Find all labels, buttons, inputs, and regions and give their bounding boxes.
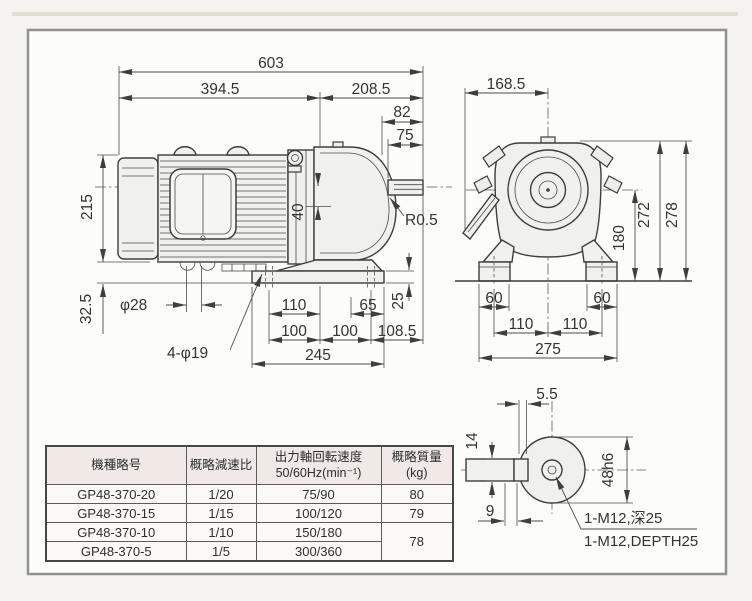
header-mass: 概略質量 (kg)	[380, 445, 454, 485]
cell-ratio: 1/10	[185, 522, 257, 542]
side-view: 603 394.5 208.5 82 75 215 32.5 φ28 40 R0…	[78, 55, 452, 368]
dim-110-side: 110	[282, 297, 307, 314]
header-mass-line2: (kg)	[405, 465, 428, 480]
dim-82: 82	[393, 104, 410, 121]
table-row: GP48-370-10 1/10 150/180 78	[45, 522, 454, 562]
cell-ratio: 1/20	[185, 484, 257, 504]
dim-272: 272	[636, 202, 653, 228]
cell-ratio: 1/15	[185, 503, 257, 523]
dim-180: 180	[611, 225, 628, 251]
dim-5-5: 5.5	[536, 386, 558, 403]
cell-model: GP48-370-20	[45, 484, 187, 504]
cell-model: GP48-370-15	[45, 503, 187, 523]
header-speed-line1: 出力軸回転速度	[274, 449, 363, 464]
dim-215: 215	[79, 194, 96, 220]
cell-mass: 79	[380, 503, 454, 523]
dim-100-b: 100	[332, 323, 358, 340]
table-row: GP48-370-15 1/15 100/120 79	[45, 503, 454, 523]
cell-model: GP48-370-10	[45, 522, 187, 542]
cell-speed: 75/90	[255, 484, 382, 504]
dim-168-5: 168.5	[487, 76, 526, 93]
dim-603: 603	[258, 55, 284, 72]
dim-dia28: φ28	[120, 297, 147, 314]
dim-110-right: 110	[563, 316, 588, 333]
cell-speed: 150/180	[255, 522, 382, 542]
dim-65: 65	[359, 297, 376, 314]
tap-callout-en: 1-M12,DEPTH25	[584, 533, 698, 550]
scan-streak	[12, 12, 738, 16]
spec-table-header-row: 機種略号 概略減速比 出力軸回転速度 50/60Hz(min⁻¹) 概略質量 (…	[45, 445, 454, 485]
dim-r0-5: R0.5	[405, 212, 438, 229]
cell-ratio: 1/5	[185, 541, 257, 562]
dim-48h6: 48h6	[600, 453, 617, 487]
header-model-label: 機種略号	[91, 457, 142, 472]
tap-callout-jp: 1-M12,深25	[584, 510, 662, 527]
header-speed: 出力軸回転速度 50/60Hz(min⁻¹)	[255, 445, 382, 485]
dim-32-5: 32.5	[78, 294, 95, 324]
cell-speed: 100/120	[255, 503, 382, 523]
table-row: GP48-370-20 1/20 75/90 80	[45, 484, 454, 504]
cell-mass: 78	[380, 522, 454, 562]
dim-278: 278	[664, 202, 681, 228]
dim-208-5: 208.5	[352, 81, 391, 98]
front-view: 168.5 272 278 180 60 60 110 110 275	[455, 76, 692, 362]
dim-394-5: 394.5	[201, 81, 240, 98]
dim-245: 245	[305, 347, 331, 364]
cell-mass: 80	[380, 484, 454, 504]
header-mass-line1: 概略質量	[391, 449, 442, 464]
dim-110-left: 110	[509, 316, 534, 333]
dim-108-5: 108.5	[378, 323, 417, 340]
dim-100-a: 100	[281, 323, 307, 340]
spec-table: 機種略号 概略減速比 出力軸回転速度 50/60Hz(min⁻¹) 概略質量 (…	[45, 445, 454, 562]
header-ratio-label: 概略減速比	[189, 457, 253, 472]
dim-275: 275	[535, 341, 561, 358]
dim-4-dia19: 4-φ19	[167, 345, 208, 362]
header-speed-line2: 50/60Hz(min⁻¹)	[275, 465, 362, 480]
header-model: 機種略号	[45, 445, 187, 485]
dim-40: 40	[290, 203, 307, 221]
dim-25: 25	[390, 292, 407, 309]
cell-speed: 300/360	[255, 541, 382, 562]
table-row: GP48-370-5 1/5 300/360	[45, 541, 453, 562]
dim-14: 14	[464, 432, 481, 450]
cell-model: GP48-370-5	[45, 541, 187, 562]
dim-60-left: 60	[485, 290, 503, 307]
dim-75: 75	[396, 127, 413, 144]
dim-60-right: 60	[593, 290, 611, 307]
header-ratio: 概略減速比	[185, 445, 257, 485]
dim-9: 9	[486, 503, 495, 520]
shaft-end-detail: 5.5 14 9 48h6 1-M12,深25 1-M12,DEPTH25	[461, 386, 698, 550]
spec-table-container: 機種略号 概略減速比 出力軸回転速度 50/60Hz(min⁻¹) 概略質量 (…	[45, 445, 454, 562]
